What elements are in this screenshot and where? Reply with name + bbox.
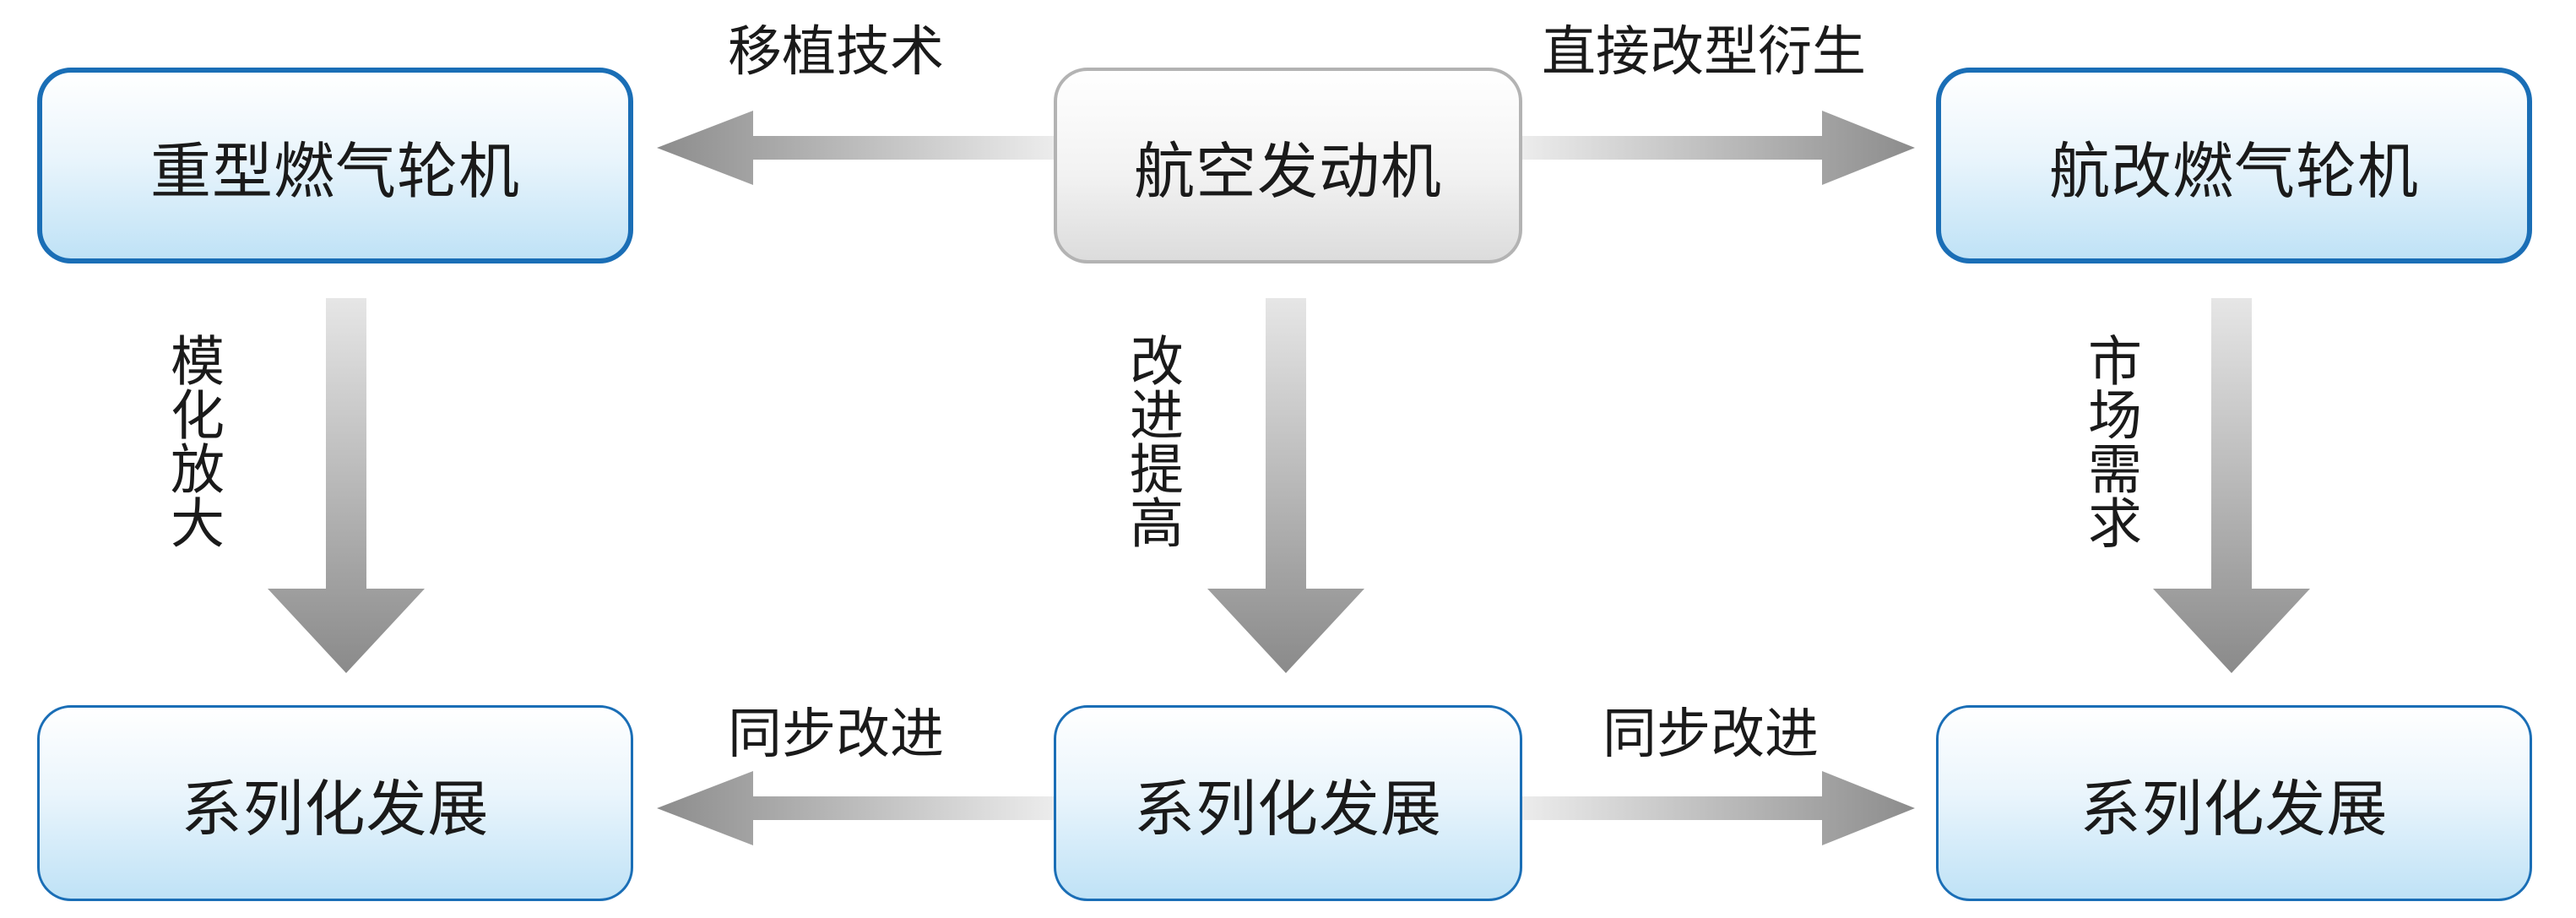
edge-label-direct-derivation: 直接改型衍生 (1542, 21, 1866, 84)
node-series-left: 系列化发展 (37, 705, 633, 901)
node-series-left-label: 系列化发展 (181, 773, 490, 845)
node-heavy-gas-turbine: 重型燃气轮机 (37, 68, 633, 263)
node-aero-engine-label: 航空发动机 (1133, 135, 1442, 207)
arrow-transplant (657, 111, 1054, 185)
arrow-market-demand (2153, 298, 2310, 673)
node-aero-derivative-gas-turbine: 航改燃气轮机 (1936, 68, 2532, 263)
edge-label-market-demand: 市场需求 (2079, 333, 2141, 549)
arrow-improvement (1207, 298, 1364, 673)
arrow-sync-left (657, 771, 1054, 845)
node-series-right: 系列化发展 (1936, 705, 2532, 901)
arrow-sync-right (1522, 771, 1915, 845)
arrow-modular-scaling (268, 298, 425, 673)
arrow-direct-derivation (1522, 111, 1915, 185)
edge-label-sync-right: 同步改进 (1603, 703, 1819, 766)
node-series-center-label: 系列化发展 (1133, 773, 1442, 845)
edge-label-improvement: 改进提高 (1120, 333, 1183, 549)
node-aero-engine: 航空发动机 (1054, 68, 1522, 263)
node-series-right-label: 系列化发展 (2080, 773, 2389, 845)
node-aero-derivative-label: 航改燃气轮机 (2048, 135, 2419, 207)
edge-label-sync-left: 同步改进 (728, 703, 944, 766)
edge-label-modular-scaling: 模化放大 (161, 333, 224, 549)
node-series-center: 系列化发展 (1054, 705, 1522, 901)
node-heavy-gas-turbine-label: 重型燃气轮机 (149, 135, 520, 207)
edge-label-transplant-tech: 移植技术 (728, 21, 944, 84)
